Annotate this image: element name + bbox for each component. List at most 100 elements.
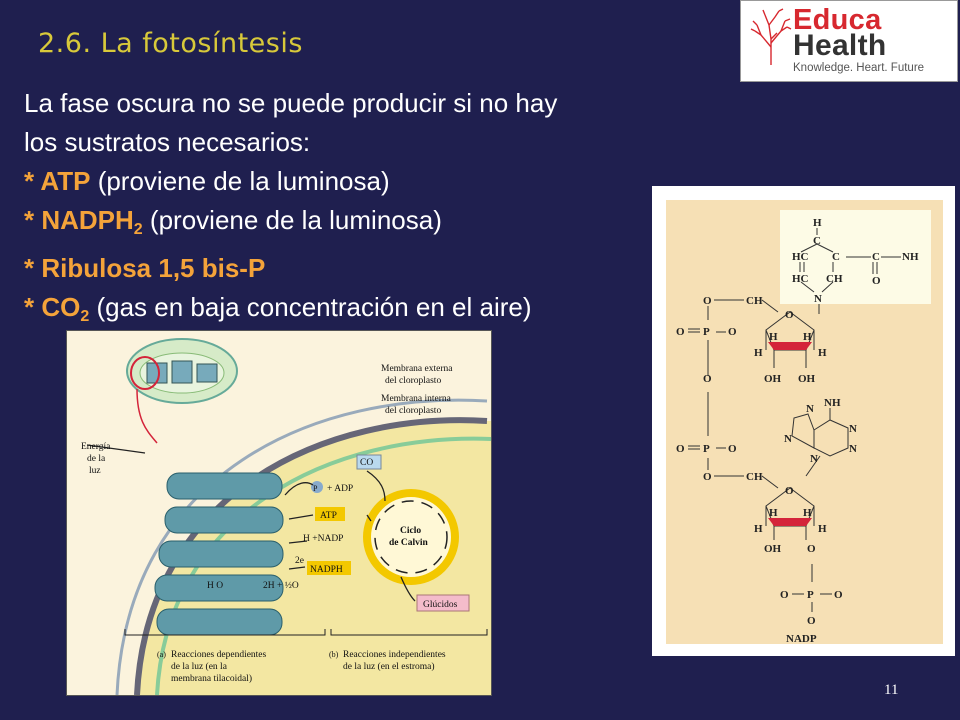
mol-h-d: H [818,347,827,359]
mol-n-b: N [849,423,857,435]
mol-o-p3: O [807,543,816,555]
mol-p2: P [703,443,710,455]
mol-c1: C [832,251,840,263]
light-energy-label-2: de la [87,454,106,464]
educahealth-logo: Educa Health Knowledge. Heart. Future [740,0,958,82]
mol-p1-left: O [676,326,685,338]
mol-ch2-2: CH [746,471,763,483]
mol-ch2-1: CH [746,295,763,307]
mol-o-bottom: O [807,615,816,627]
substrate-desc: (gas en baja concentración en el aire) [89,292,532,322]
substrate-subscript: 2 [80,308,90,325]
outer-membrane-label: Membrana externa [381,364,453,374]
nadp-structure-drawing: H C HC C C NH HC CH O N O CH O O P O H H… [676,210,931,644]
mol-n-d: N [784,433,792,445]
two-h-label: 2H + ½O [263,580,299,591]
mol-o-ring2: O [785,485,794,497]
bullet: * [24,205,42,235]
substrate-item-atp: * ATP (proviene de la luminosa) [24,162,674,201]
bullet: * [24,253,42,283]
logo-tagline: Knowledge. Heart. Future [793,62,925,74]
mol-c2: C [872,251,880,263]
light-dependent-label: Reacciones dependientes [171,650,267,660]
mol-hc2: HC [792,273,809,285]
substrate-desc: (proviene de la luminosa) [90,166,390,196]
mol-o-bridge: O [703,373,712,385]
substrate-item-ribulosa: * Ribulosa 1,5 bis-P [24,249,674,288]
mol-p3: P [807,589,814,601]
mol-n-ring: N [814,293,822,305]
mol-h-top: H [813,217,822,229]
substrate-label: Ribulosa 1,5 bis-P [41,253,266,283]
mol-p2-left: O [676,443,685,455]
body-line-2: los sustratos necesarios: [24,127,311,157]
phosphate-label: P [313,484,318,493]
h-nadp-label: H +NADP [303,534,343,544]
inner-membrane-label-2: del cloroplasto [385,406,441,416]
two-e-label: 2e [295,556,304,566]
mol-o-ring1: O [785,309,794,321]
slide-title: 2.6. La fotosíntesis [38,28,303,59]
chloroplast-drawing: Membrana externa del cloroplasto Membran… [81,338,491,695]
mol-h-c: H [754,347,763,359]
mol-oh1: OH [764,373,782,385]
a-label: (a) [157,650,166,659]
page-number: 11 [884,682,899,698]
calvin-cycle-label-2: de Calvin [389,538,429,548]
mol-h-b: H [803,331,812,343]
mol-hc1: HC [792,251,809,263]
light-independent-label-2: de la luz (en el estroma) [343,661,435,672]
mol-p1-right: O [728,326,737,338]
logo-health-text: Health [793,29,887,62]
mol-h-h: H [818,523,827,535]
mol-o-p2: O [703,471,712,483]
outer-membrane-label-2: del cloroplasto [385,376,441,386]
mol-h-e: H [769,507,778,519]
atp-label: ATP [320,511,337,521]
substrate-label: CO [41,292,81,322]
substrate-item-nadph: * NADPH2 (proviene de la luminosa) [24,201,674,249]
mol-h-g: H [754,523,763,535]
substrate-item-co2: * CO2 (gas en baja concentración en el a… [24,288,674,336]
mol-n-c: N [849,443,857,455]
light-dependent-label-2: de la luz (en la [171,661,228,672]
mol-ch: CH [826,273,843,285]
substrate-label: NADPH [41,205,134,235]
logo-educa-text: Educa [793,4,882,36]
light-independent-label: Reacciones independientes [343,650,446,660]
co2-label: CO [360,458,373,468]
light-energy-label-3: luz [89,466,101,476]
mol-p2-right: O [728,443,737,455]
bullet: * [24,166,41,196]
mol-oh3: OH [764,543,782,555]
nadp-structure-figure: H C HC C C NH HC CH O N O CH O O P O H H… [652,186,955,656]
nadp-structure-background: H C HC C C NH HC CH O N O CH O O P O H H… [666,200,943,644]
mol-p1: P [703,326,710,338]
light-dependent-label-3: membrana tilacoidal) [171,673,252,684]
h2o-label: H O [207,581,223,591]
chloroplast-diagram: Membrana externa del cloroplasto Membran… [66,330,492,696]
bullet: * [24,292,42,322]
b-label: (b) [329,650,339,659]
substrate-desc: (proviene de la luminosa) [142,205,442,235]
mol-p3-left: O [780,589,789,601]
mol-h-a: H [769,331,778,343]
light-energy-label: Energía [81,442,111,452]
mol-n-a: N [806,403,814,415]
mol-o-p1: O [703,295,712,307]
calvin-cycle-label: Ciclo [400,526,421,536]
mol-p3-right: O [834,589,843,601]
mol-oh2: OH [798,373,816,385]
nadph-label: NADPH [310,565,343,575]
mol-h-f: H [803,507,812,519]
body-line-1: La fase oscura no se puede producir si n… [24,88,558,118]
mol-o-amide: O [872,275,881,287]
mol-nh2-ad: NH [824,397,841,409]
substrate-label: ATP [40,166,91,196]
p-adp-label: + ADP [327,484,353,494]
mol-n-e: N [810,453,818,465]
mol-nadp-label: NADP [786,633,817,644]
inner-membrane-label: Membrana interna [381,394,452,404]
glucidos-label: Glúcidos [423,600,458,610]
substrate-subscript: 2 [133,221,143,238]
